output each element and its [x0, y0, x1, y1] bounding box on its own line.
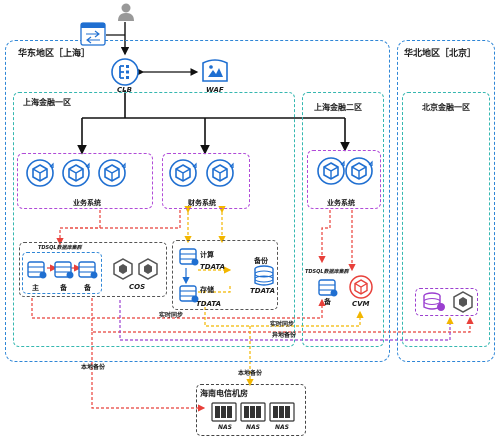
database-icon-backup[interactable]	[253, 265, 275, 287]
tdata3-label: TDATA	[250, 287, 275, 295]
local-backup-label-2: 本地备份	[238, 370, 263, 377]
cube-icon[interactable]	[316, 156, 346, 186]
region-east-china	[5, 40, 390, 362]
tdata-cluster	[172, 240, 278, 310]
zone-sh2-label: 上海金融二区	[314, 103, 362, 112]
nas1-label: NAS	[218, 424, 232, 431]
clb-label: CLB	[117, 86, 132, 94]
cvm-label: CVM	[352, 300, 370, 308]
fin-label: 财务系统	[188, 199, 216, 207]
cvm-icon[interactable]	[349, 275, 373, 299]
standby3-label: 备	[324, 298, 331, 306]
zone-bj1-label: 北京金融一区	[422, 103, 470, 112]
cos-icon-2[interactable]	[137, 258, 159, 280]
backup-label: 备份	[254, 257, 268, 265]
tdsql-cluster2-label: TDSQL数据库集群	[305, 269, 349, 275]
nas-icon[interactable]	[240, 402, 266, 422]
zone-sh1-label: 上海金融一区	[23, 98, 71, 107]
standby2-label: 备	[84, 284, 91, 292]
switch-icon	[80, 22, 106, 46]
finance-system-group	[162, 153, 250, 209]
clb-icon[interactable]	[110, 57, 140, 87]
zone-shanghai-1	[13, 92, 295, 347]
cube-icon[interactable]	[25, 158, 55, 188]
user-icon	[118, 3, 134, 21]
cube-icon[interactable]	[97, 158, 127, 188]
region-north-china	[397, 40, 495, 362]
standby1-label: 备	[60, 284, 67, 292]
tdata1-label: TDATA	[200, 263, 225, 271]
nas-icon[interactable]	[269, 402, 295, 422]
tdata2-label: TDATA	[196, 300, 221, 308]
region-east-label: 华东地区［上海］	[18, 49, 91, 59]
biz1-label: 业务系统	[73, 199, 101, 207]
cube-icon[interactable]	[344, 156, 374, 186]
database-icon-primary[interactable]	[27, 260, 47, 280]
cube-icon[interactable]	[205, 158, 235, 188]
waf-icon[interactable]	[200, 57, 230, 85]
database-icon-beijing[interactable]	[422, 291, 446, 313]
realtime-sync-label-1: 实时同步	[159, 312, 184, 319]
storage-label: 存储	[200, 286, 214, 294]
compute-label: 计算	[200, 251, 214, 259]
database-icon-compute[interactable]	[179, 247, 199, 267]
zone-shanghai-2	[302, 92, 384, 347]
hainan-label: 海南电信机房	[200, 389, 248, 398]
cube-icon[interactable]	[168, 158, 198, 188]
zone-beijing-1	[402, 92, 490, 347]
database-icon-storage[interactable]	[179, 284, 199, 304]
database-icon-standby-2[interactable]	[78, 260, 98, 280]
business-system-group-2	[307, 150, 381, 209]
database-icon-standby-1[interactable]	[54, 260, 74, 280]
nas-icon[interactable]	[211, 402, 237, 422]
beijing-resource-group	[415, 288, 478, 316]
database-icon-tdsql-2[interactable]	[318, 278, 338, 298]
primary-label: 主	[32, 284, 39, 292]
region-north-label: 华北地区［北京］	[404, 49, 477, 59]
local-backup-label-1: 本地备份	[81, 364, 106, 371]
tdsql-cluster-1	[19, 242, 167, 297]
waf-label: WAF	[206, 86, 224, 94]
tdsql-inner-group	[22, 252, 102, 294]
nas3-label: NAS	[275, 424, 289, 431]
cos-icon[interactable]	[112, 258, 134, 280]
biz2-label: 业务系统	[327, 199, 355, 207]
remote-backup-label: 异地备份	[272, 332, 297, 339]
nas2-label: NAS	[246, 424, 260, 431]
tdsql-cluster-label: TDSQL数据库集群	[38, 245, 82, 251]
hainan-datacenter	[196, 384, 306, 436]
business-system-group-1	[17, 153, 153, 209]
cos-label: COS	[129, 283, 146, 291]
cos-icon-beijing[interactable]	[452, 291, 474, 313]
cube-icon[interactable]	[61, 158, 91, 188]
realtime-sync-label-2: 实时同步	[270, 321, 295, 328]
